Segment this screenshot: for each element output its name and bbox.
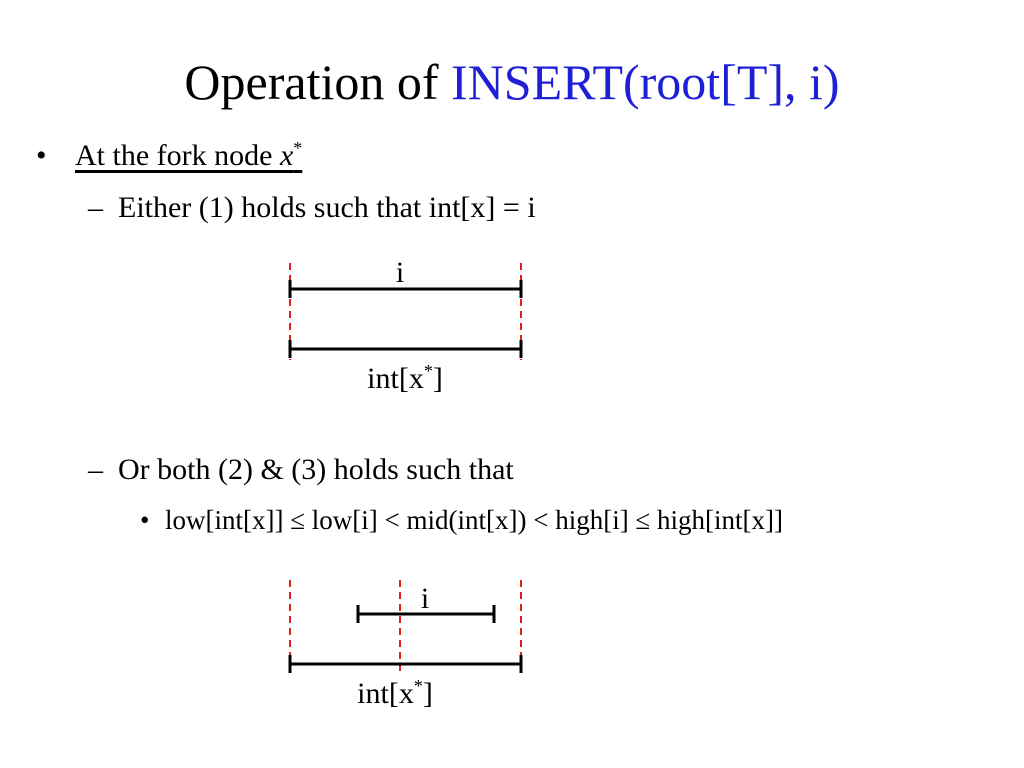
diagram2-label-intx: int[x*]: [357, 676, 433, 710]
sub-bullet-marker-2: –: [88, 453, 103, 486]
sub-bullet-either: Either (1) holds such that int[x] = i: [118, 191, 536, 224]
slide-title: Operation of INSERT(root[T], i): [0, 50, 1024, 114]
sub-bullet-or-both: Or both (2) & (3) holds such that: [118, 453, 514, 486]
title-accent: INSERT(root[T], i): [451, 54, 840, 110]
sub-sub-bullet-marker: •: [140, 505, 150, 535]
sub-sub-bullet-inequality: low[int[x]] ≤ low[i] < mid(int[x]) < hig…: [165, 505, 783, 535]
diagram2-label-i: i: [420, 582, 430, 615]
diagram1-label-intx: int[x*]: [367, 361, 443, 395]
bullet-marker-1: •: [36, 139, 47, 172]
fork-node-sup: *: [293, 138, 303, 158]
diagram1-label-i: i: [395, 256, 405, 289]
fork-node-var: x: [279, 139, 294, 172]
title-prefix: Operation of: [184, 54, 451, 110]
sub-bullet-marker-1: –: [88, 191, 103, 224]
bullet-fork-node: At the fork node x*: [75, 138, 302, 174]
bullet-fork-node-text: At the fork node x*: [75, 138, 303, 172]
